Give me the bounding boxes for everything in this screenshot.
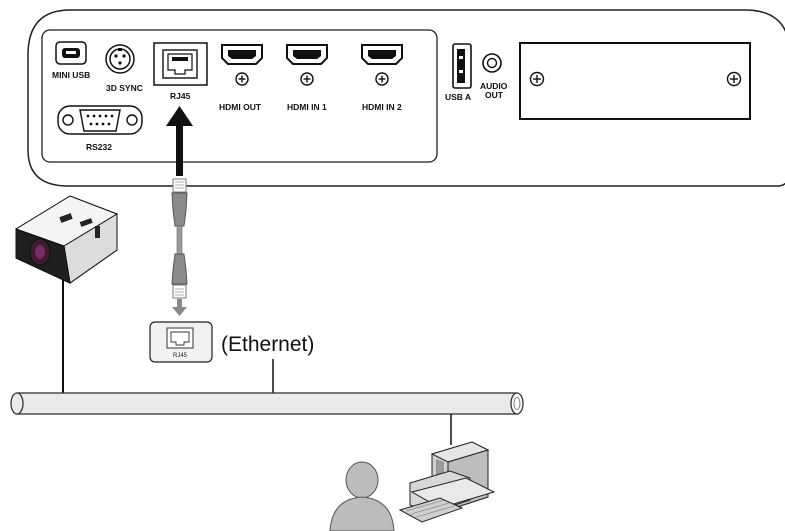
ethernet-cable: [171, 178, 188, 299]
rs232-label: RS232: [86, 142, 112, 152]
rj45-label: RJ45: [170, 91, 191, 101]
projector-icon: [14, 195, 119, 393]
mini-usb-port[interactable]: [55, 41, 87, 65]
usb-a-label: USB A: [445, 92, 471, 102]
hdmi-in-2-label: HDMI IN 2: [362, 102, 402, 112]
arrow-down-icon: [172, 299, 187, 316]
hdmi-in-1-port[interactable]: [286, 44, 328, 86]
user-icon: [329, 461, 395, 531]
3d-sync-port[interactable]: [105, 44, 135, 74]
ethernet-wall-jack[interactable]: [149, 321, 213, 363]
network-bus: [10, 392, 524, 415]
computer-icon: [398, 441, 496, 523]
connector-plate: [41, 29, 438, 163]
usb-a-port[interactable]: [452, 43, 472, 89]
hdmi-in-1-label: HDMI IN 1: [287, 102, 327, 112]
audio-out-label-line2: OUT: [485, 90, 504, 100]
wall-jack-label: RJ45: [173, 353, 188, 359]
hdmi-in-2-port[interactable]: [361, 44, 403, 86]
3d-sync-label: 3D SYNC: [106, 83, 143, 93]
audio-out-label-line1: AUDIO: [480, 81, 508, 91]
hdmi-out-label: HDMI OUT: [219, 102, 262, 112]
arrow-up-icon: [166, 106, 193, 176]
ethernet-label: (Ethernet): [221, 333, 314, 356]
expansion-slot-cover: [519, 42, 751, 120]
rj45-port[interactable]: [153, 42, 208, 86]
mini-usb-label: MINI USB: [52, 70, 90, 80]
audio-out-port[interactable]: [482, 53, 502, 73]
rs232-port[interactable]: [57, 105, 143, 135]
hdmi-out-port[interactable]: [221, 44, 263, 86]
